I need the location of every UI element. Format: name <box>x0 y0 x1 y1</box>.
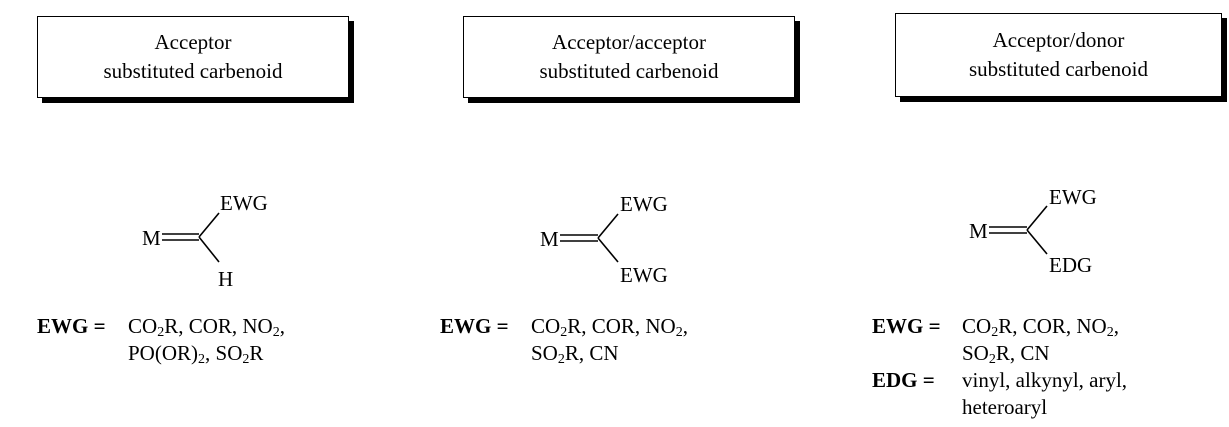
bond-top <box>597 213 619 239</box>
top-substituent: EWG <box>620 192 668 216</box>
top-substituent: EWG <box>1049 185 1097 209</box>
carbenoid-structure: M EWG H <box>142 191 268 291</box>
definition-key: EWG = <box>872 314 941 338</box>
definition-value-line: heteroaryl <box>962 395 1048 419</box>
title-line-1: Acceptor/acceptor <box>552 30 706 54</box>
bond-bottom <box>597 237 619 263</box>
bottom-substituent: H <box>218 267 233 291</box>
definitions: EWG = CO2R, COR, NO2, SO2R, CN EDG = vin… <box>872 313 1127 421</box>
metal-label: M <box>969 219 988 243</box>
definition-value-line: vinyl, alkynyl, aryl, <box>962 368 1128 392</box>
metal-label: M <box>540 227 559 251</box>
definition-value: CO2R, COR, NO2, PO(OR)2, SO2R <box>128 313 285 367</box>
title-box: Acceptor/donor substituted carbenoid <box>895 13 1222 97</box>
definition-key: EDG = <box>872 368 935 392</box>
definition-value-line: PO(OR)2, SO2R <box>128 341 264 367</box>
title-box: Acceptor substituted carbenoid <box>37 16 349 98</box>
title-line-2: substituted carbenoid <box>539 59 719 83</box>
definition-value: CO2R, COR, NO2, SO2R, CN <box>962 313 1119 367</box>
definition-row: EWG = CO2R, COR, NO2, SO2R, CN <box>440 313 688 367</box>
definition-key: EWG = <box>37 314 106 338</box>
definition-row: EWG = CO2R, COR, NO2, SO2R, CN <box>872 313 1127 367</box>
title-line-1: Acceptor <box>154 30 232 54</box>
bond-top <box>1026 205 1048 231</box>
title-line-1: Acceptor/donor <box>992 28 1125 52</box>
definition-value-line: CO2R, COR, NO2, <box>531 314 688 340</box>
bond-bottom <box>198 236 220 263</box>
panel-acceptor-donor: Acceptor/donor substituted carbenoid M E… <box>800 0 1222 427</box>
definition-value-line: SO2R, CN <box>531 341 619 367</box>
definition-value: CO2R, COR, NO2, SO2R, CN <box>531 313 688 367</box>
bond-top <box>198 212 220 238</box>
definition-key: EWG = <box>440 314 509 338</box>
definition-value: vinyl, alkynyl, aryl, heteroaryl <box>962 367 1127 421</box>
panel-acceptor: Acceptor substituted carbenoid M EWG H E… <box>0 0 400 427</box>
title-line-2: substituted carbenoid <box>103 59 283 83</box>
bond-bottom <box>1026 229 1048 255</box>
definitions: EWG = CO2R, COR, NO2, SO2R, CN <box>440 313 688 367</box>
definition-value-line: CO2R, COR, NO2, <box>128 314 285 340</box>
definitions: EWG = CO2R, COR, NO2, PO(OR)2, SO2R <box>37 313 285 367</box>
definition-value-line: SO2R, CN <box>962 341 1050 367</box>
bottom-substituent: EWG <box>620 263 668 287</box>
panel-acceptor-acceptor: Acceptor/acceptor substituted carbenoid … <box>400 0 800 427</box>
carbenoid-structure: M EWG EWG <box>540 192 668 287</box>
definition-row: EDG = vinyl, alkynyl, aryl, heteroaryl <box>872 367 1127 421</box>
metal-label: M <box>142 226 161 250</box>
definition-value-line: CO2R, COR, NO2, <box>962 314 1119 340</box>
carbenoid-structure: M EWG EDG <box>969 185 1097 277</box>
definition-row: EWG = CO2R, COR, NO2, PO(OR)2, SO2R <box>37 313 285 367</box>
bottom-substituent: EDG <box>1049 253 1092 277</box>
title-box: Acceptor/acceptor substituted carbenoid <box>463 16 795 98</box>
title-line-2: substituted carbenoid <box>968 57 1149 81</box>
top-substituent: EWG <box>220 191 268 215</box>
